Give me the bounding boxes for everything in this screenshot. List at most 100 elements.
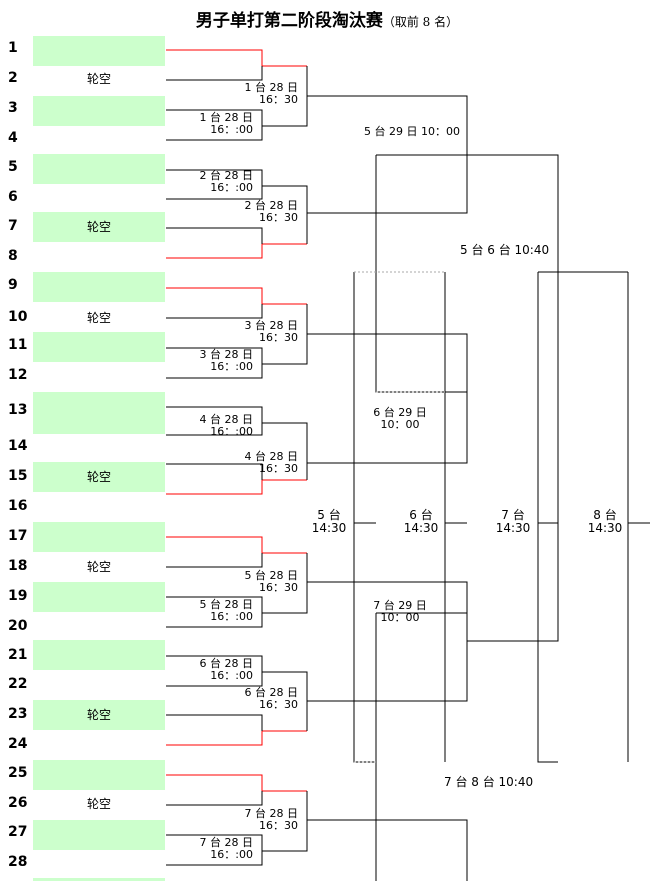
player-slot	[33, 462, 165, 492]
bracket-line-5	[166, 243, 307, 259]
seed-number: 1	[8, 40, 18, 56]
bracket-line-6	[166, 227, 263, 244]
bracket-line-29	[307, 333, 468, 464]
bracket-line-34	[375, 155, 467, 393]
player-slot	[33, 878, 165, 881]
match-label-r2-5: 5 台 28 日 16：30	[244, 569, 299, 594]
bracket-line-1	[166, 66, 263, 81]
bracket-line-22	[166, 714, 263, 731]
bracket-line-0	[166, 49, 307, 67]
bracket-line-32	[467, 154, 559, 642]
player-slot	[33, 392, 165, 434]
bye-label: 轮空	[86, 72, 111, 86]
bracket-line-14	[166, 463, 263, 480]
bracket-line-24	[166, 774, 307, 792]
bracket-line-8	[166, 287, 307, 305]
bracket-line-11	[262, 304, 308, 365]
bracket-line-31	[307, 819, 468, 881]
bracket-line-21	[166, 730, 307, 746]
bracket-line-39	[537, 272, 558, 763]
seed-number: 5	[8, 159, 18, 175]
seed-number: 28	[8, 854, 28, 870]
match-label-r2-1: 1 台 28 日 16：30	[244, 81, 299, 106]
bracket-line-26	[166, 834, 263, 866]
player-slot	[33, 212, 165, 242]
seed-number: 6	[8, 189, 18, 205]
page-title: 男子单打第二阶段淘汰赛	[195, 11, 383, 31]
seed-number: 13	[8, 402, 28, 418]
match-label-r1-5: 5 台 28 日 16：:00	[199, 598, 254, 623]
bracket-line-7	[262, 185, 308, 244]
player-slot	[33, 96, 165, 126]
seed-number: 23	[8, 706, 28, 722]
seed-number: 2	[8, 70, 18, 86]
match-label-r2-6: 6 台 28 日 16：30	[244, 686, 299, 711]
match-label-r4-top: 5 台 6 台 10:40	[460, 243, 550, 257]
seed-number: 14	[8, 438, 28, 454]
bracket-line-17	[166, 553, 263, 568]
bracket-line-18	[166, 596, 263, 628]
bracket-line-3	[262, 66, 308, 127]
player-slot	[33, 332, 165, 362]
seed-number: 17	[8, 528, 28, 544]
bracket-line-37	[353, 272, 376, 763]
bye-label: 轮空	[86, 220, 111, 234]
bracket-line-16	[166, 536, 307, 554]
placement-label-7: 7 台 14:30	[495, 508, 531, 535]
seed-number: 18	[8, 558, 28, 574]
match-label-r3-a: 5 台 29 日 10：00	[364, 125, 460, 138]
player-slot	[33, 522, 165, 552]
player-slot	[33, 272, 165, 302]
bracket-line-19	[262, 553, 308, 614]
seed-number: 10	[8, 309, 28, 325]
player-slot	[33, 154, 165, 184]
match-label-r1-6: 6 台 28 日 16：:00	[199, 657, 254, 682]
seed-number: 20	[8, 618, 28, 634]
seed-number: 26	[8, 795, 28, 811]
match-label-r1-2: 2 台 28 日 16：:00	[199, 169, 254, 194]
seed-number: 8	[8, 248, 18, 264]
player-slot	[33, 582, 165, 612]
seed-number: 25	[8, 765, 28, 781]
seed-number: 16	[8, 498, 28, 514]
match-label-r3-c: 7 台 29 日 10：00	[373, 599, 427, 624]
player-slot	[33, 760, 165, 790]
seed-number: 4	[8, 130, 18, 146]
bracket-line-4	[166, 169, 263, 200]
seed-number: 21	[8, 647, 28, 663]
bracket-line-9	[166, 304, 263, 319]
seed-number: 24	[8, 736, 28, 752]
placement-label-5: 5 台 14:30	[311, 508, 347, 535]
seed-number: 27	[8, 824, 28, 840]
bracket-line-13	[166, 479, 307, 495]
player-slot	[33, 36, 165, 66]
placement-label-6: 6 台 14:30	[403, 508, 439, 535]
player-slot	[33, 820, 165, 850]
seed-number: 15	[8, 468, 28, 484]
placement-label-8: 8 台 14:30	[587, 508, 623, 535]
seed-number: 9	[8, 277, 18, 293]
seed-number: 19	[8, 588, 28, 604]
match-label-r2-4: 4 台 28 日 16：30	[244, 450, 299, 475]
bracket-title: 男子单打第二阶段淘汰赛（取前 8 名）	[0, 6, 654, 31]
bracket-line-10	[166, 347, 263, 379]
bye-label: 轮空	[86, 708, 111, 722]
bracket-line-15	[262, 422, 308, 480]
match-label-r1-7: 7 台 28 日 16：:00	[199, 836, 254, 861]
bracket-line-25	[166, 791, 263, 806]
bracket-line-12	[166, 406, 263, 436]
match-label-r1-1: 1 台 28 日 16：:00	[199, 111, 254, 136]
bracket-line-2	[166, 109, 263, 141]
bracket-line-20	[166, 655, 263, 687]
player-slot	[33, 700, 165, 730]
match-label-r1-3: 3 台 28 日 16：:00	[199, 348, 254, 373]
seed-number: 3	[8, 100, 18, 116]
page-subtitle: （取前 8 名）	[382, 15, 459, 29]
bracket-line-27	[262, 791, 308, 852]
player-slot	[33, 640, 165, 670]
bye-label: 轮空	[86, 560, 111, 574]
match-label-r2-7: 7 台 28 日 16：30	[244, 807, 299, 832]
bracket-line-23	[262, 671, 308, 731]
